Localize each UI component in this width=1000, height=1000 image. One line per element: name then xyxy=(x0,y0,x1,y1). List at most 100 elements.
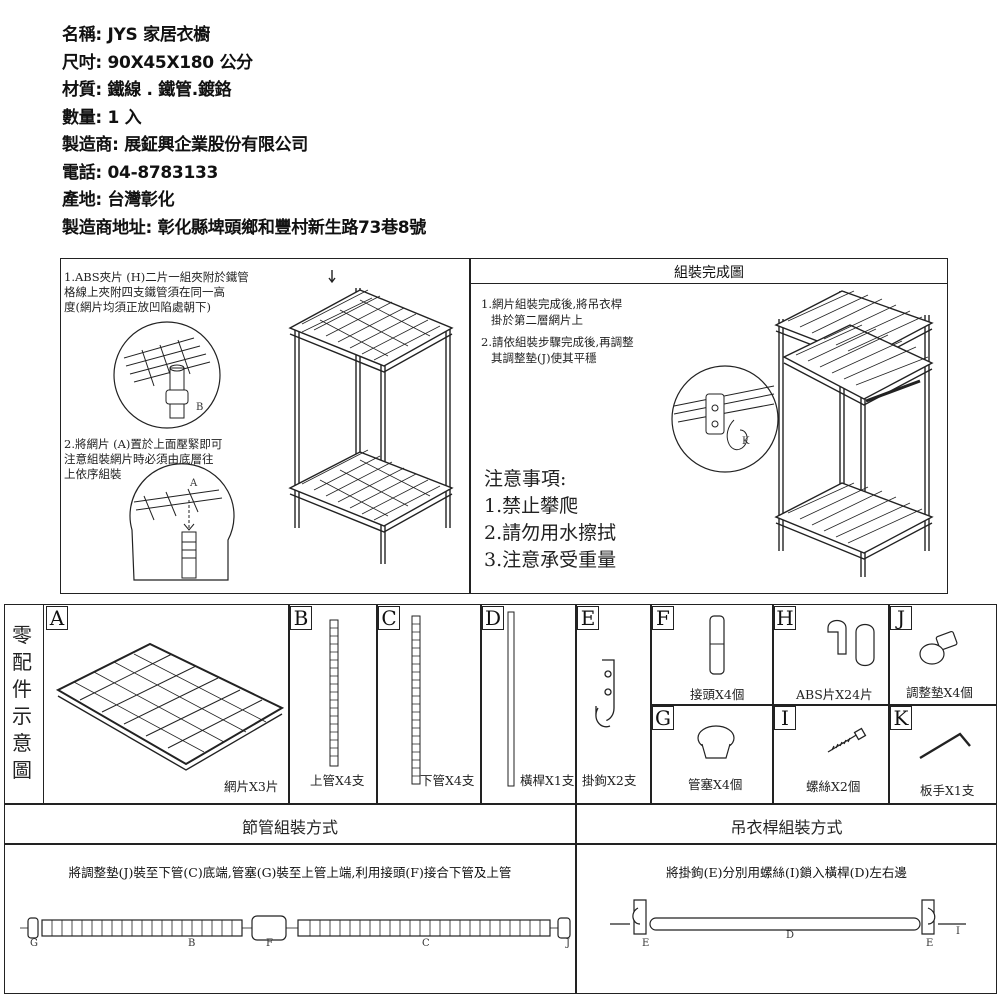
step2-detail-illustration xyxy=(129,463,235,581)
part-letter-f: F xyxy=(652,606,674,630)
part-b-caption: 上管X4支 xyxy=(310,773,365,788)
spec-size: 尺吋: 90X45X180 公分 xyxy=(62,52,253,73)
complete-note-3: 2.請依組裝步驟完成後,再調整 xyxy=(481,335,634,349)
parts-divider xyxy=(650,704,997,706)
spec-manufacturer: 製造商: 展鉦興企業股份有限公司 xyxy=(62,135,308,155)
part-k-wrench-icon xyxy=(919,732,971,760)
complete-note-2: 掛於第二層網片上 xyxy=(491,313,583,327)
part-a-mesh-icon xyxy=(55,642,285,771)
part-letter-g: G xyxy=(652,706,674,730)
pipe-label-j: J xyxy=(566,938,571,949)
spec-address: 製造商地址: 彰化縣埤頭鄉和豐村新生路73巷8號 xyxy=(62,217,427,238)
rod-section-title: 吊衣桿組裝方式 xyxy=(730,818,843,837)
wardrobe-complete-illustration xyxy=(774,290,934,577)
complete-notes: 1.網片組裝完成後,將吊衣桿 掛於第二層網片上 2.請依組裝步驟完成後,再調整 … xyxy=(481,296,634,366)
part-letter-h: H xyxy=(774,606,796,630)
caution-title: 注意事項: xyxy=(484,468,567,490)
caution-item-3: 3.注意承受重量 xyxy=(484,549,617,571)
step2-line1: 2.將網片 (A)置於上面壓緊即可 xyxy=(64,437,223,451)
part-letter-a: A xyxy=(46,606,68,630)
spec-block: 名稱: JYS 家居衣櫥 尺吋: 90X45X180 公分 材質: 鐵線 . 鐵… xyxy=(62,22,622,242)
part-e-hook-icon xyxy=(595,659,615,728)
parts-side-column: 零 配 件 示 意 圖 xyxy=(4,604,44,804)
caution-item-1: 1.禁止攀爬 xyxy=(484,495,579,517)
pipe-assembly-illustration xyxy=(20,915,571,941)
part-f-joint-icon xyxy=(709,615,725,675)
part-i-caption: 螺絲X2個 xyxy=(806,779,861,794)
part-letter-k: K xyxy=(890,706,912,730)
pipe-label-c: C xyxy=(422,938,430,949)
complete-title-bar xyxy=(470,258,948,284)
spec-material: 材質: 鐵線 . 鐵管.鍍鉻 xyxy=(62,80,232,100)
label-b: B xyxy=(196,402,204,413)
rod-label-e-right: E xyxy=(926,938,934,949)
part-letter-i: I xyxy=(774,706,796,730)
spec-name: 名稱: JYS 家居衣櫥 xyxy=(62,25,210,45)
part-f-caption: 接頭X4個 xyxy=(690,687,745,702)
part-g-caption: 管塞X4個 xyxy=(688,777,743,792)
step1-line2: 格線上夾附四支鐵管須在同一高 xyxy=(64,285,225,299)
rod-section-header xyxy=(576,804,997,844)
pipe-label-g: G xyxy=(30,938,38,949)
pipe-section-body xyxy=(4,844,576,994)
parts-divider xyxy=(288,604,290,804)
rod-label-i: I xyxy=(956,926,960,937)
parts-side-label: 零 配 件 示 意 圖 xyxy=(10,622,34,784)
side-char-1: 零 xyxy=(12,623,32,647)
part-k-caption: 板手X1支 xyxy=(920,783,975,798)
part-c-lower-pipe-icon xyxy=(411,615,421,785)
part-j-leveler-icon xyxy=(919,631,958,665)
complete-note-4: 其調整墊(J)使其平穩 xyxy=(491,351,597,365)
step1-detail-illustration xyxy=(113,321,221,429)
parts-divider xyxy=(376,604,378,804)
part-e-caption: 掛鉤X2支 xyxy=(582,773,637,788)
assembly-steps-panel xyxy=(60,258,470,594)
complete-note-1: 1.網片組裝完成後,將吊衣桿 xyxy=(481,297,623,311)
side-char-3: 件 xyxy=(12,677,32,701)
side-char-2: 配 xyxy=(12,650,32,674)
step1-line3: 度(網片均須正放凹陷處朝下) xyxy=(64,300,211,314)
step1-text: 1.ABS夾片 (H)二片一組夾附於鐵管 格線上夾附四支鐵管須在同一高 度(網片… xyxy=(64,270,249,315)
hanger-detail-illustration xyxy=(671,365,779,473)
label-a: A xyxy=(190,478,198,489)
pipe-section-title: 節管組裝方式 xyxy=(241,818,338,837)
part-letter-j: J xyxy=(890,606,912,630)
part-letter-b: B xyxy=(290,606,312,630)
part-letter-e: E xyxy=(577,606,599,630)
rod-label-e-left: E xyxy=(642,938,650,949)
part-h-caption: ABS片X24片 xyxy=(796,687,873,702)
caution-block: 注意事項: 1.禁止攀爬 2.請勿用水擦拭 3.注意承受重量 xyxy=(484,466,616,574)
part-d-caption: 橫桿X1支 xyxy=(520,773,575,788)
rod-label-d: D xyxy=(786,930,795,941)
rod-section-body xyxy=(576,844,997,994)
part-h-abs-clip-icon xyxy=(827,619,875,667)
label-k: K xyxy=(742,436,750,447)
part-a-caption: 網片X3片 xyxy=(224,779,279,794)
step2-line3: 上依序組裝 xyxy=(64,467,122,481)
step2-line2: 注意組裝網片時必須由底層往 xyxy=(64,452,214,466)
pipe-section-desc: 將調整墊(J)裝至下管(C)底端,管塞(G)裝至上管上端,利用接頭(F)接合下管… xyxy=(68,865,512,880)
part-g-pipe-plug-icon xyxy=(697,725,735,759)
part-j-caption: 調整墊X4個 xyxy=(906,685,973,700)
side-char-6: 圖 xyxy=(12,758,32,782)
spec-origin: 產地: 台灣彰化 xyxy=(62,190,175,210)
spec-quantity: 數量: 1 入 xyxy=(62,107,142,128)
step2-text: 2.將網片 (A)置於上面壓緊即可 注意組裝網片時必須由底層往 上依序組裝 xyxy=(64,437,222,482)
step1-line1: 1.ABS夾片 (H)二片一組夾附於鐵管 xyxy=(64,270,249,284)
part-letter-c: C xyxy=(378,606,400,630)
part-letter-d: D xyxy=(482,606,504,630)
pipe-label-b: B xyxy=(188,938,196,949)
parts-divider xyxy=(575,604,577,804)
parts-divider xyxy=(480,604,482,804)
pipe-section-header xyxy=(4,804,576,844)
part-i-screw-icon xyxy=(827,727,867,753)
side-char-4: 示 xyxy=(12,704,32,728)
rod-assembly-illustration xyxy=(610,899,966,935)
caution-item-2: 2.請勿用水擦拭 xyxy=(484,522,617,544)
pipe-label-f: F xyxy=(266,938,273,949)
two-tier-shelf-illustration xyxy=(288,270,454,564)
spec-phone: 電話: 04-8783133 xyxy=(62,162,219,183)
part-b-upper-pipe-icon xyxy=(329,619,339,767)
complete-title: 組裝完成圖 xyxy=(674,265,744,281)
side-char-5: 意 xyxy=(12,731,32,755)
